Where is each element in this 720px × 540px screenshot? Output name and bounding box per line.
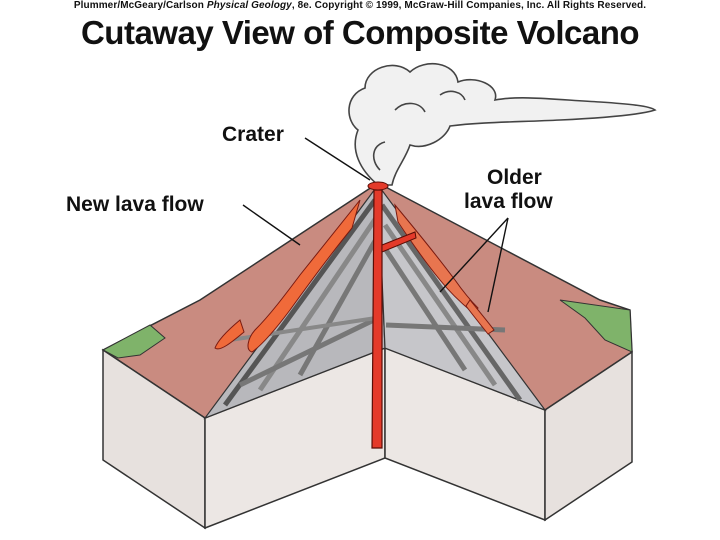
block-face-right — [544, 350, 633, 522]
smoke-plume — [348, 63, 657, 186]
credit-authors: Plummer/McGeary/Carlson — [73, 0, 204, 11]
label-new-lava-flow: New lava flow — [66, 193, 204, 216]
copyright-credit: Plummer/McGeary/Carlson Physical Geology… — [0, 0, 720, 11]
leader-lines — [242, 137, 509, 313]
label-older-lava-flow-line2: lava flow — [464, 190, 553, 213]
grass-left — [101, 324, 166, 359]
label-crater: Crater — [222, 123, 284, 146]
credit-book: Physical Geology — [206, 0, 292, 11]
diagram-title: Cutaway View of Composite Volcano — [80, 14, 640, 51]
magma-conduit — [367, 181, 417, 449]
new-lava-flow — [214, 199, 361, 353]
older-lava-flow — [394, 203, 495, 335]
credit-rest: , 8e. Copyright © 1999, McGraw-Hill Comp… — [291, 0, 647, 11]
grass-right — [559, 299, 633, 353]
label-older-lava-flow-line1: Older — [487, 166, 542, 189]
